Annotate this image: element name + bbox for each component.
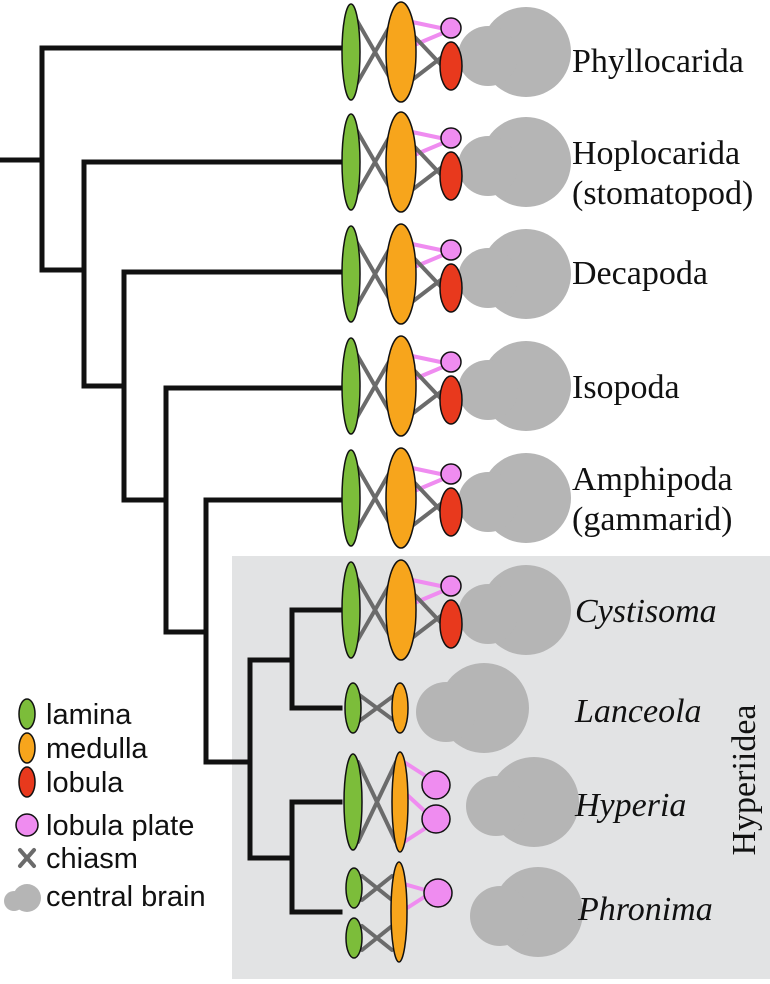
legend-label-lobula-plate: lobula plate bbox=[46, 810, 194, 842]
central-brain bbox=[466, 757, 579, 847]
central-brain-lobe bbox=[458, 136, 518, 196]
optic-lobe-schematic bbox=[341, 447, 571, 549]
central-brain bbox=[458, 7, 571, 97]
chiasm-line bbox=[360, 924, 394, 952]
lobula-plate-icon bbox=[15, 813, 39, 837]
lobula bbox=[439, 487, 463, 537]
optic-lobe-schematics bbox=[341, 1, 583, 963]
lobula bbox=[439, 599, 463, 649]
chiasm-line bbox=[356, 692, 398, 724]
optic-lobe-schematic bbox=[341, 559, 571, 661]
optic-lobe-schematic bbox=[341, 223, 571, 325]
legend-label-central-brain: central brain bbox=[46, 881, 206, 913]
central-brain bbox=[458, 229, 571, 319]
lobula-plate bbox=[440, 575, 462, 597]
central-brain-icon bbox=[4, 884, 41, 912]
lobula-plate bbox=[440, 17, 462, 39]
group-label-hyperiidea: Hyperiidea bbox=[726, 704, 763, 855]
taxon-label-lanceola: Lanceola bbox=[574, 693, 702, 730]
lamina bbox=[345, 867, 363, 909]
taxon-label-hyperia: Hyperia bbox=[574, 787, 686, 824]
optic-lobe-schematic bbox=[341, 335, 571, 437]
legend: lamina medulla lobula lobula plate chias… bbox=[4, 698, 206, 913]
chiasm-line bbox=[360, 874, 394, 902]
central-brain bbox=[458, 453, 571, 543]
central-brain-lobe bbox=[458, 584, 518, 644]
taxon-label-phyllocarida: Phyllocarida bbox=[572, 43, 744, 80]
taxon-label-phronima: Phronima bbox=[577, 891, 713, 928]
central-brain-lobe bbox=[458, 248, 518, 308]
legend-label-lamina: lamina bbox=[46, 699, 132, 731]
taxon-label-hoplocarida-note: (stomatopod) bbox=[572, 175, 753, 212]
lamina bbox=[345, 917, 363, 959]
lamina bbox=[344, 682, 362, 734]
central-brain bbox=[416, 663, 529, 753]
lamina bbox=[341, 3, 361, 101]
lobula bbox=[439, 263, 463, 313]
central-brain-lobe bbox=[416, 682, 476, 742]
chiasm-icon bbox=[18, 848, 36, 868]
lobula-icon bbox=[18, 766, 36, 798]
medulla bbox=[385, 1, 417, 103]
taxon-label-amphipoda: Amphipoda bbox=[572, 461, 733, 498]
chiasm-line bbox=[356, 760, 398, 844]
medulla-icon bbox=[18, 732, 36, 764]
central-brain bbox=[458, 341, 571, 431]
optic-lobe-schematic bbox=[341, 111, 571, 213]
lobula-plate bbox=[421, 804, 451, 834]
legend-label-medulla: medulla bbox=[46, 733, 148, 765]
phylogenetic-tree bbox=[0, 45, 343, 915]
medulla bbox=[391, 682, 409, 734]
central-brain-lobe bbox=[458, 360, 518, 420]
taxon-label-hoplocarida: Hoplocarida bbox=[572, 135, 740, 172]
taxon-label-cystisoma: Cystisoma bbox=[575, 593, 717, 630]
central-brain bbox=[458, 565, 571, 655]
optic-lobe-schematic bbox=[344, 663, 529, 753]
lobula-plate bbox=[440, 463, 462, 485]
lamina bbox=[343, 753, 363, 851]
optic-lobe-schematic bbox=[345, 861, 583, 963]
legend-label-lobula: lobula bbox=[46, 767, 124, 799]
medulla bbox=[385, 447, 417, 549]
central-brain-lobe bbox=[470, 886, 530, 946]
lobula bbox=[439, 41, 463, 91]
medulla bbox=[385, 559, 417, 661]
taxon-label-isopoda: Isopoda bbox=[572, 369, 680, 406]
lamina bbox=[341, 225, 361, 323]
medulla bbox=[390, 861, 408, 963]
legend-label-chiasm: chiasm bbox=[46, 843, 138, 875]
central-brain-lobe bbox=[458, 26, 518, 86]
medulla bbox=[391, 751, 409, 853]
lamina bbox=[341, 113, 361, 211]
central-brain bbox=[458, 117, 571, 207]
lobula-plate bbox=[423, 878, 453, 908]
lobula bbox=[439, 375, 463, 425]
lamina-icon bbox=[18, 698, 36, 730]
optic-lobe-schematic bbox=[343, 751, 579, 853]
taxon-label-amphipoda-note: (gammarid) bbox=[572, 501, 733, 538]
lobula-plate bbox=[440, 351, 462, 373]
medulla bbox=[385, 223, 417, 325]
lobula bbox=[439, 151, 463, 201]
lobula-plate bbox=[440, 239, 462, 261]
lamina bbox=[341, 337, 361, 435]
lobula-plate bbox=[421, 770, 451, 800]
medulla bbox=[385, 111, 417, 213]
central-brain bbox=[470, 867, 583, 957]
lamina bbox=[341, 449, 361, 547]
lamina bbox=[341, 561, 361, 659]
taxon-label-decapoda: Decapoda bbox=[572, 255, 708, 292]
central-brain-lobe bbox=[458, 472, 518, 532]
lobula-plate bbox=[440, 127, 462, 149]
central-brain-lobe bbox=[466, 776, 526, 836]
medulla bbox=[385, 335, 417, 437]
optic-lobe-schematic bbox=[341, 1, 571, 103]
